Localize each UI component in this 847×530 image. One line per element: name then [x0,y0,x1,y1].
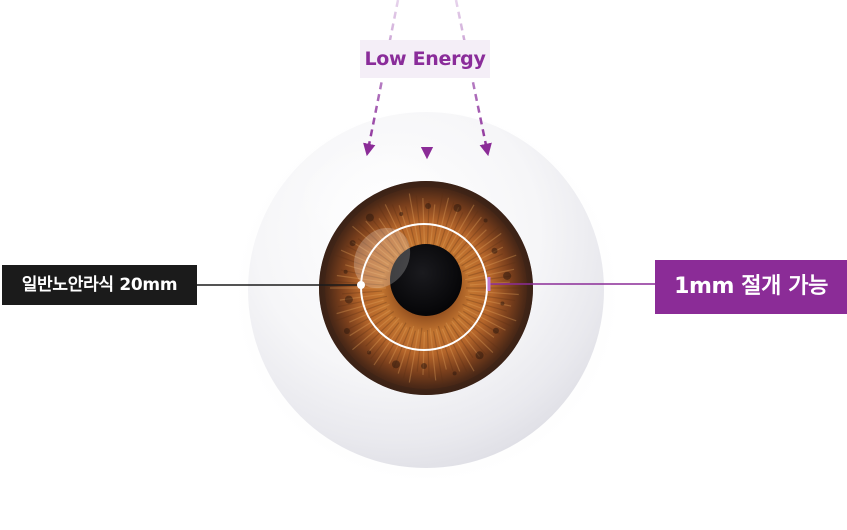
iris-gloss [353,227,411,289]
left-leader-dot [357,281,365,289]
iris-dark-rim [319,181,533,395]
incision-label: 1mm 절개 가능 [655,260,847,314]
energy-label: Low Energy [360,40,490,78]
standard-lasik-label: 일반노안라식 20mm [2,265,197,305]
pupil [390,244,462,316]
